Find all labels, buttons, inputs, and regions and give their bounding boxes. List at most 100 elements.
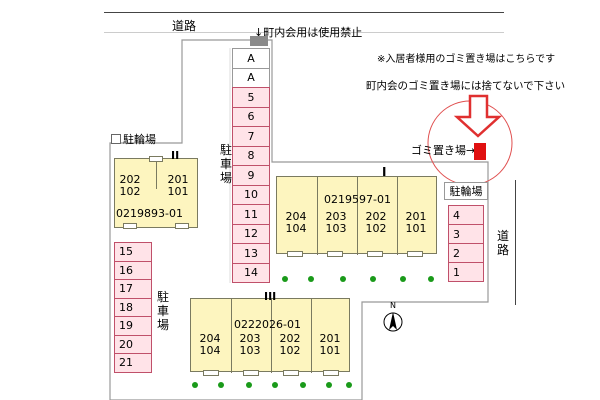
room-label: 203 bbox=[239, 332, 261, 345]
building-1-divider bbox=[317, 177, 318, 255]
building-3-porch bbox=[203, 370, 219, 376]
parking-space-10: 10 bbox=[232, 184, 270, 205]
building-2-name: II bbox=[171, 149, 180, 162]
building-3-porch bbox=[243, 370, 259, 376]
building-2-porch-left bbox=[123, 223, 137, 229]
right-road-line bbox=[515, 180, 516, 305]
parking-space-a: A bbox=[232, 67, 270, 88]
parking-space-7: 7 bbox=[232, 126, 270, 147]
room-label: 101 bbox=[405, 222, 427, 235]
room-label: 202 bbox=[365, 210, 387, 223]
room-label: 203 bbox=[325, 210, 347, 223]
building-1-room-202-102: 202 102 bbox=[358, 211, 394, 235]
room-label: 104 bbox=[199, 344, 221, 357]
building-3-divider bbox=[271, 299, 272, 373]
no-use-notice: ↓町内会用は使用禁止 bbox=[254, 26, 363, 39]
building-2-room-202-102: 202 102 bbox=[112, 174, 148, 198]
parking-space-a: A bbox=[232, 48, 270, 69]
building-2-entrance bbox=[149, 156, 163, 162]
tree-icon bbox=[370, 276, 376, 282]
tree-icon bbox=[400, 276, 406, 282]
top-road-label: 道路 bbox=[172, 19, 197, 33]
building-3-porch bbox=[283, 370, 299, 376]
building-3-name: III bbox=[264, 290, 277, 303]
community-garbage-box bbox=[250, 36, 268, 46]
parking-space-13: 13 bbox=[232, 243, 270, 264]
building-1-porch bbox=[327, 251, 343, 257]
building-3-porch bbox=[323, 370, 339, 376]
north-compass: N bbox=[381, 302, 405, 334]
tree-icon bbox=[346, 382, 352, 388]
building-3-room-202-102: 202 102 bbox=[272, 333, 308, 357]
building-3-room-201-101: 201 101 bbox=[312, 333, 348, 357]
building-2-porch-right bbox=[175, 223, 189, 229]
parking-space-2: 2 bbox=[448, 243, 484, 263]
garbage-label: ゴミ置き場→ bbox=[411, 144, 476, 157]
room-label: 101 bbox=[319, 344, 341, 357]
tree-icon bbox=[218, 382, 224, 388]
building-1-porch bbox=[367, 251, 383, 257]
building-1-code: 0219597-01 bbox=[324, 193, 391, 206]
parking-space-17: 17 bbox=[114, 279, 152, 299]
tree-icon bbox=[428, 276, 434, 282]
parking-space-8: 8 bbox=[232, 145, 270, 166]
tree-icon bbox=[272, 382, 278, 388]
building-1-name: I bbox=[382, 165, 387, 179]
parking-space-3: 3 bbox=[448, 224, 484, 244]
compass-label: N bbox=[390, 301, 396, 310]
building-3-room-204-104: 204 104 bbox=[192, 333, 228, 357]
building-3-code: 0222026-01 bbox=[234, 318, 301, 331]
parking-space-11: 11 bbox=[232, 204, 270, 225]
room-label: 101 bbox=[167, 185, 189, 198]
room-label: 104 bbox=[285, 222, 307, 235]
room-label: 202 bbox=[279, 332, 301, 345]
building-2-code: 0219893-01 bbox=[116, 207, 183, 220]
parking-space-16: 16 bbox=[114, 260, 152, 280]
parking-space-12: 12 bbox=[232, 223, 270, 244]
room-label: 103 bbox=[239, 344, 261, 357]
parking-space-20: 20 bbox=[114, 334, 152, 354]
building-3-divider bbox=[311, 299, 312, 373]
tree-icon bbox=[340, 276, 346, 282]
building-1-room-203-103: 203 103 bbox=[318, 211, 354, 235]
tree-icon bbox=[300, 382, 306, 388]
notice-line-2: 町内会のゴミ置き場には捨てないで下さい bbox=[366, 80, 566, 92]
room-label: 102 bbox=[119, 185, 141, 198]
parking-label-left: 駐車場 bbox=[156, 290, 169, 332]
tree-icon bbox=[282, 276, 288, 282]
parking-space-18: 18 bbox=[114, 297, 152, 317]
top-road-edge bbox=[104, 32, 504, 33]
building-1-porch bbox=[407, 251, 423, 257]
tree-icon bbox=[192, 382, 198, 388]
room-label: 102 bbox=[365, 222, 387, 235]
parking-space-1: 1 bbox=[448, 262, 484, 282]
building-2 bbox=[114, 156, 198, 229]
bicycle-parking-right: 駐輪場 bbox=[444, 182, 488, 200]
building-1-divider bbox=[357, 177, 358, 255]
parking-space-4: 4 bbox=[448, 205, 484, 225]
parking-space-19: 19 bbox=[114, 316, 152, 336]
building-1-porch bbox=[287, 251, 303, 257]
tree-icon bbox=[326, 382, 332, 388]
building-2-unit-divider bbox=[156, 159, 157, 189]
room-label: 102 bbox=[279, 344, 301, 357]
parking-space-14: 14 bbox=[232, 262, 270, 283]
building-1-room-204-104: 204 104 bbox=[278, 211, 314, 235]
room-label: 201 bbox=[319, 332, 341, 345]
building-3-room-203-103: 203 103 bbox=[232, 333, 268, 357]
right-road-label: 道路 bbox=[496, 229, 509, 257]
parking-space-9: 9 bbox=[232, 165, 270, 186]
room-label: 103 bbox=[325, 222, 347, 235]
tree-icon bbox=[308, 276, 314, 282]
parking-space-5: 5 bbox=[232, 87, 270, 108]
parking-space-15: 15 bbox=[114, 242, 152, 262]
parking-label-center: 駐車場 bbox=[219, 143, 232, 185]
building-3 bbox=[190, 298, 350, 376]
building-3-divider bbox=[231, 299, 232, 373]
compass-arrow-icon bbox=[383, 312, 403, 332]
room-label: 202 bbox=[119, 173, 141, 186]
